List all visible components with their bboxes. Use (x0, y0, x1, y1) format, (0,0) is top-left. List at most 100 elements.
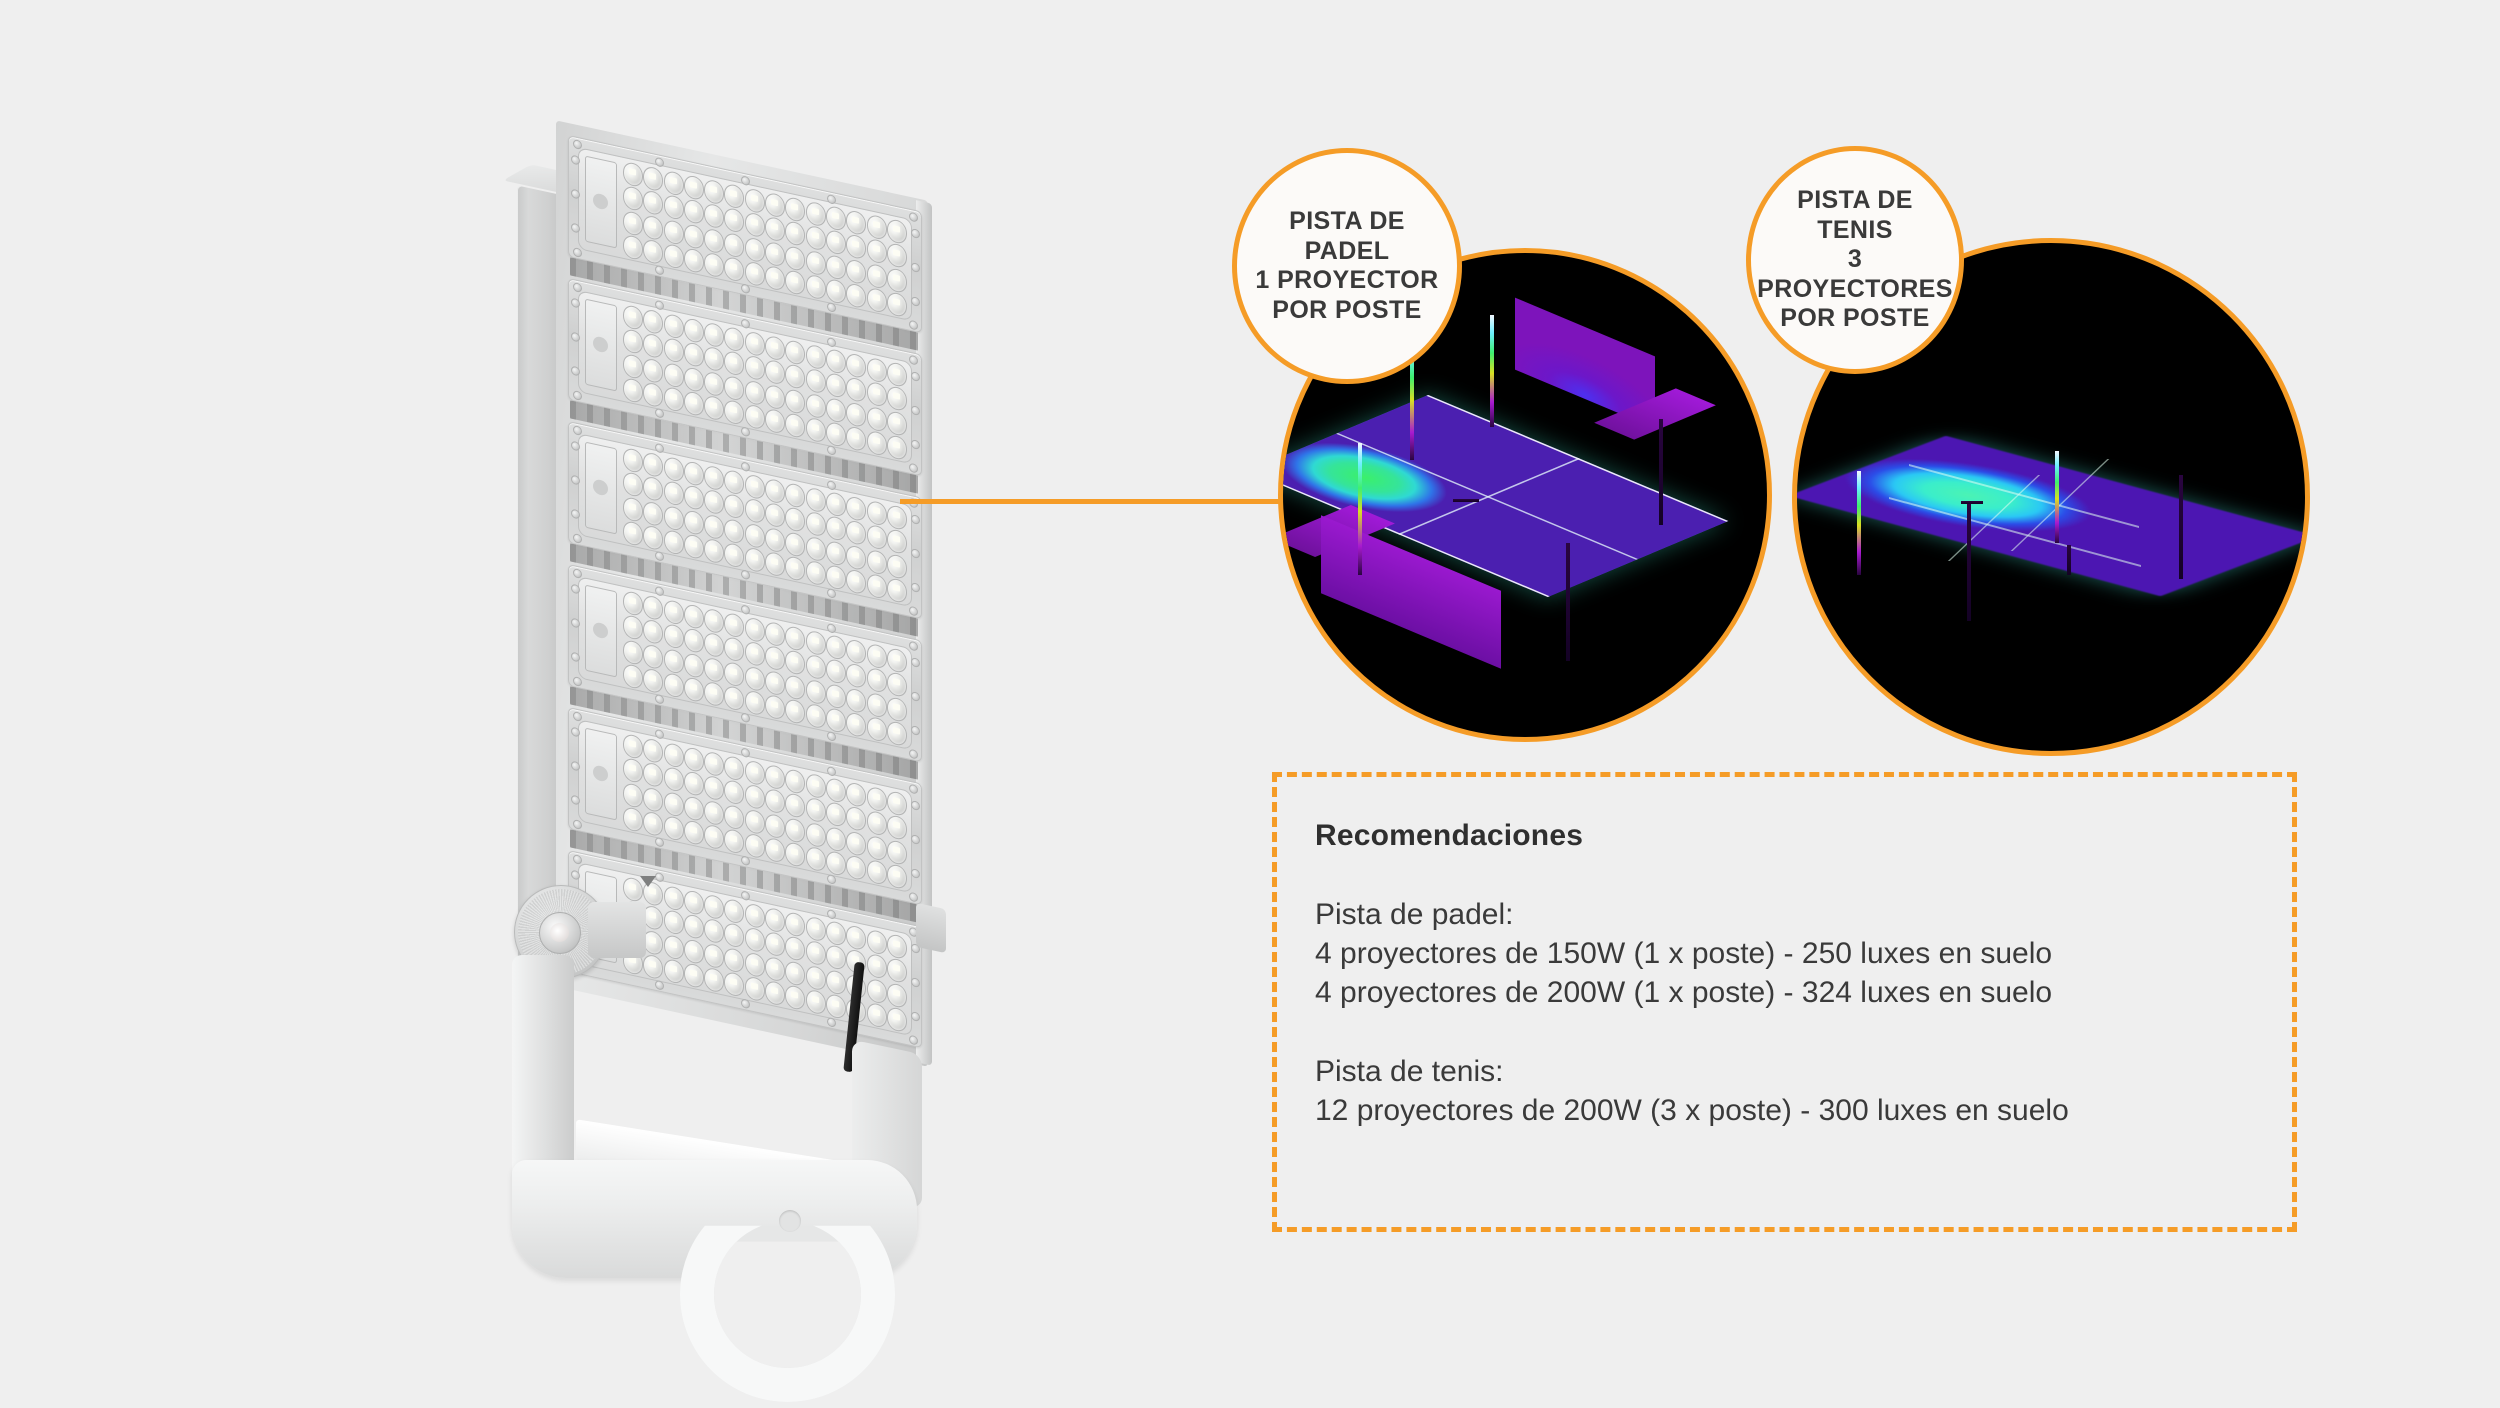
padel-heading: Pista de padel: (1315, 898, 1514, 931)
badge-pista-de-padel: PISTA DE PADEL 1 PROYECTOR POR POSTE (1232, 148, 1462, 384)
screw (571, 760, 580, 772)
recommendations-title: Recomendaciones (1315, 819, 1584, 852)
padel-line-2: 4 proyectores de 200W (1 x poste) - 324 … (1315, 976, 2053, 1009)
screw (911, 868, 920, 880)
screw (655, 407, 664, 419)
light-pole (1410, 335, 1414, 460)
tenis-court-render (1797, 243, 2305, 751)
screw (827, 873, 836, 885)
screw (655, 728, 664, 740)
screw (573, 676, 582, 687)
bracket-ring-inner (714, 1241, 861, 1368)
screw (827, 444, 836, 456)
screw (573, 711, 582, 722)
screw (827, 587, 836, 599)
screw (911, 262, 920, 274)
screw (911, 834, 920, 846)
screw (911, 582, 920, 594)
tenis-floor-illuminance (1797, 435, 2305, 597)
screw (911, 405, 920, 417)
screw (827, 765, 836, 777)
screw (827, 730, 836, 742)
screw (911, 800, 920, 812)
padel-court-render (1283, 253, 1767, 737)
screw (741, 461, 750, 473)
screw (909, 783, 918, 795)
screw (911, 691, 920, 703)
screw (571, 365, 580, 377)
bracket-mounting-hole (779, 1210, 801, 1232)
callout-connector-line (900, 499, 1290, 504)
screw (571, 508, 580, 520)
screw (655, 585, 664, 597)
screw (573, 282, 582, 293)
badge-tenis-line1: PISTA DE (1797, 186, 1913, 215)
screw (571, 794, 580, 806)
screw (911, 228, 920, 240)
screw (827, 193, 836, 205)
screw (571, 726, 580, 738)
screw (571, 617, 580, 629)
screw (741, 747, 750, 759)
light-pole (1358, 443, 1362, 575)
screw (827, 479, 836, 491)
badge-pista-de-tenis: PISTA DE TENIS 3 PROYECTORES POR POSTE (1746, 146, 1964, 374)
screw (911, 296, 920, 308)
screw (741, 426, 750, 438)
screw (573, 247, 582, 258)
screw (741, 318, 750, 330)
screw (909, 462, 918, 474)
screw (571, 474, 580, 486)
screw (573, 425, 582, 436)
screw (911, 371, 920, 383)
screw (741, 890, 750, 902)
screw (571, 651, 580, 663)
badge-tenis-line2: TENIS (1817, 215, 1893, 244)
screw (655, 871, 664, 883)
screw (827, 622, 836, 634)
screw (911, 657, 920, 669)
light-pole (1566, 543, 1570, 661)
screw (573, 568, 582, 579)
screw (571, 154, 580, 166)
screw (573, 390, 582, 401)
recommendations-panel: Recomendaciones Pista de padel: 4 proyec… (1272, 772, 2297, 1232)
screw (571, 297, 580, 309)
screw (655, 836, 664, 848)
tilt-marker-icon (640, 876, 656, 887)
tenis-heading: Pista de tenis: (1315, 1055, 1504, 1088)
screw (741, 175, 750, 187)
screw (655, 299, 664, 311)
screw (573, 139, 582, 150)
screw (573, 854, 582, 865)
screw (911, 725, 920, 737)
light-pole (1967, 503, 1971, 621)
screw (655, 156, 664, 168)
tenis-line-1: 12 proyectores de 200W (3 x poste) - 300… (1315, 1094, 2069, 1127)
mounting-bracket (500, 955, 970, 1402)
badge-padel-line4: POR POSTE (1272, 295, 1422, 324)
screw (571, 188, 580, 200)
badge-padel-line1: PISTA DE (1289, 207, 1405, 235)
badge-tenis-line4: POR POSTE (1780, 304, 1930, 333)
screw (909, 354, 918, 366)
padel-simulation-circle (1278, 248, 1772, 742)
screw (571, 869, 580, 881)
screw (909, 640, 918, 652)
screw (909, 211, 918, 223)
screw (655, 264, 664, 276)
screw (655, 550, 664, 562)
light-pole (2179, 475, 2183, 579)
screw (655, 693, 664, 705)
screw (909, 748, 918, 760)
knob-center-cap (539, 912, 581, 954)
screw (909, 605, 918, 617)
screw (909, 891, 918, 903)
screw (741, 712, 750, 724)
screw (741, 855, 750, 867)
floodlight-product-image (500, 120, 1020, 1402)
screw (911, 514, 920, 526)
light-pole (1490, 315, 1494, 427)
screw (573, 819, 582, 830)
